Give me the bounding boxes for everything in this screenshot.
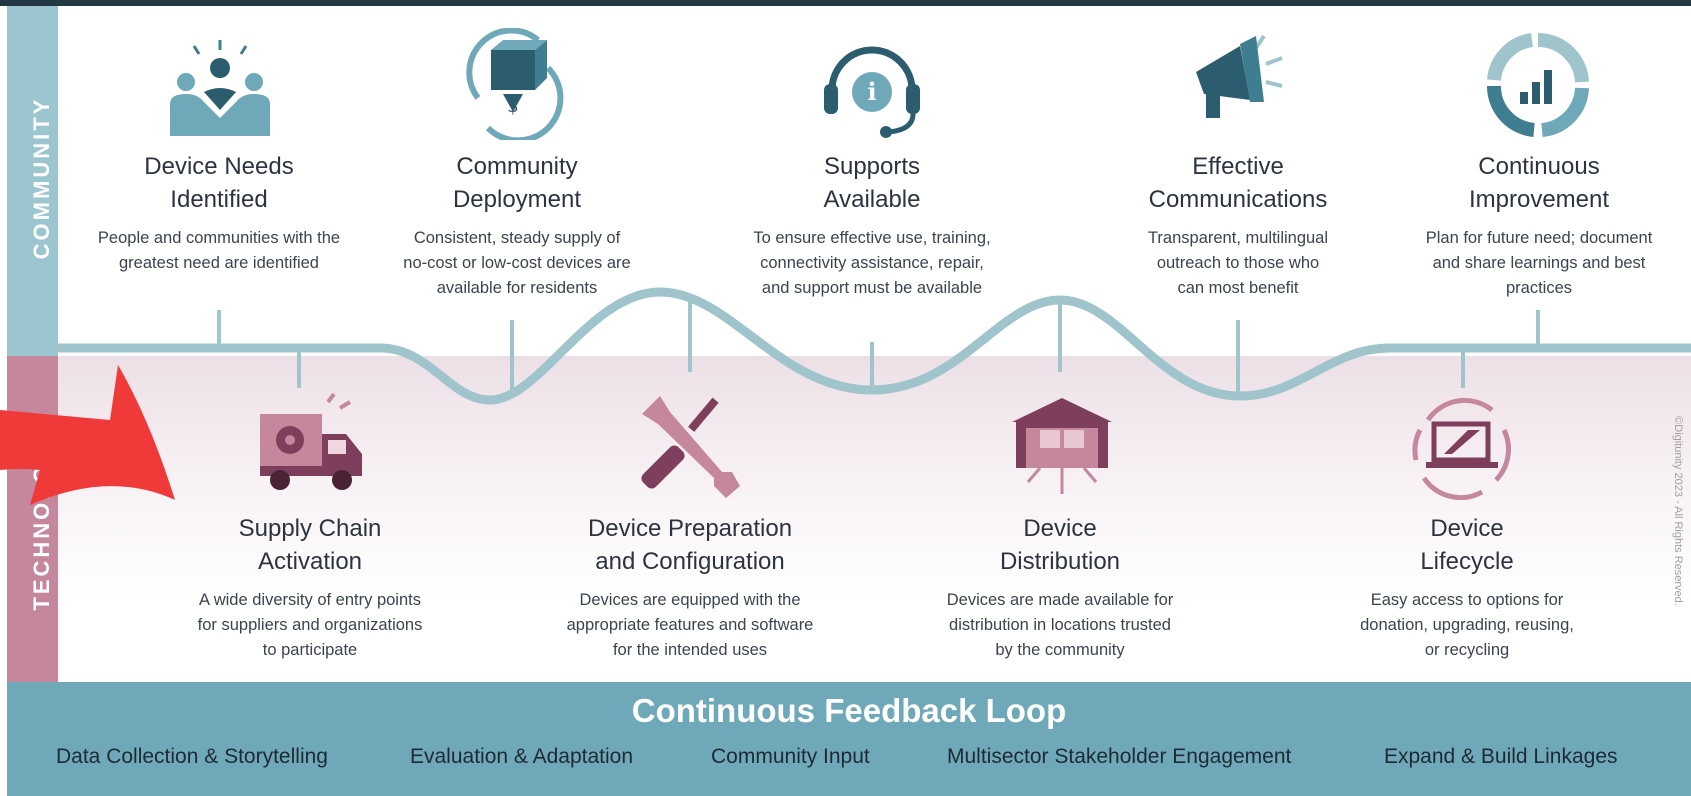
copyright-notice: ©Digitunity 2023 - All Rights Reserved. [1672,416,1684,606]
footer-item-evaluation: Evaluation & Adaptation [410,745,634,768]
footer-title: Continuous Feedback Loop [631,692,1067,729]
box-cycle-dollar-icon: $ [466,28,564,140]
laptop-cycle-icon [1412,397,1511,500]
technology-zone-background [58,356,1691,682]
people-meeting-icon [170,40,270,136]
warehouse-distribution-icon [1012,398,1112,494]
delivery-truck-gear-icon [260,392,362,490]
community-band [7,6,58,356]
footer-item-community-input: Community Input [711,745,870,768]
cycle-chart-icon [1486,32,1589,137]
headset-info-icon: i [824,46,920,138]
wrench-screwdriver-icon [641,396,740,498]
footer-item-data-collection: Data Collection & Storytelling [56,745,328,768]
svg-text:$: $ [507,96,518,117]
footer-item-multisector: Multisector Stakeholder Engagement [947,745,1292,768]
desc-supports-available: To ensure effective use, training,connec… [753,229,991,297]
megaphone-icon [1196,34,1283,118]
svg-text:i: i [867,77,876,106]
feedback-loop-footer: Continuous Feedback Loop [7,682,1691,796]
red-arrow-icon [0,365,175,505]
technology-band [7,356,58,682]
footer-item-expand-linkages: Expand & Build Linkages [1384,745,1618,768]
top-strip [0,0,1691,6]
